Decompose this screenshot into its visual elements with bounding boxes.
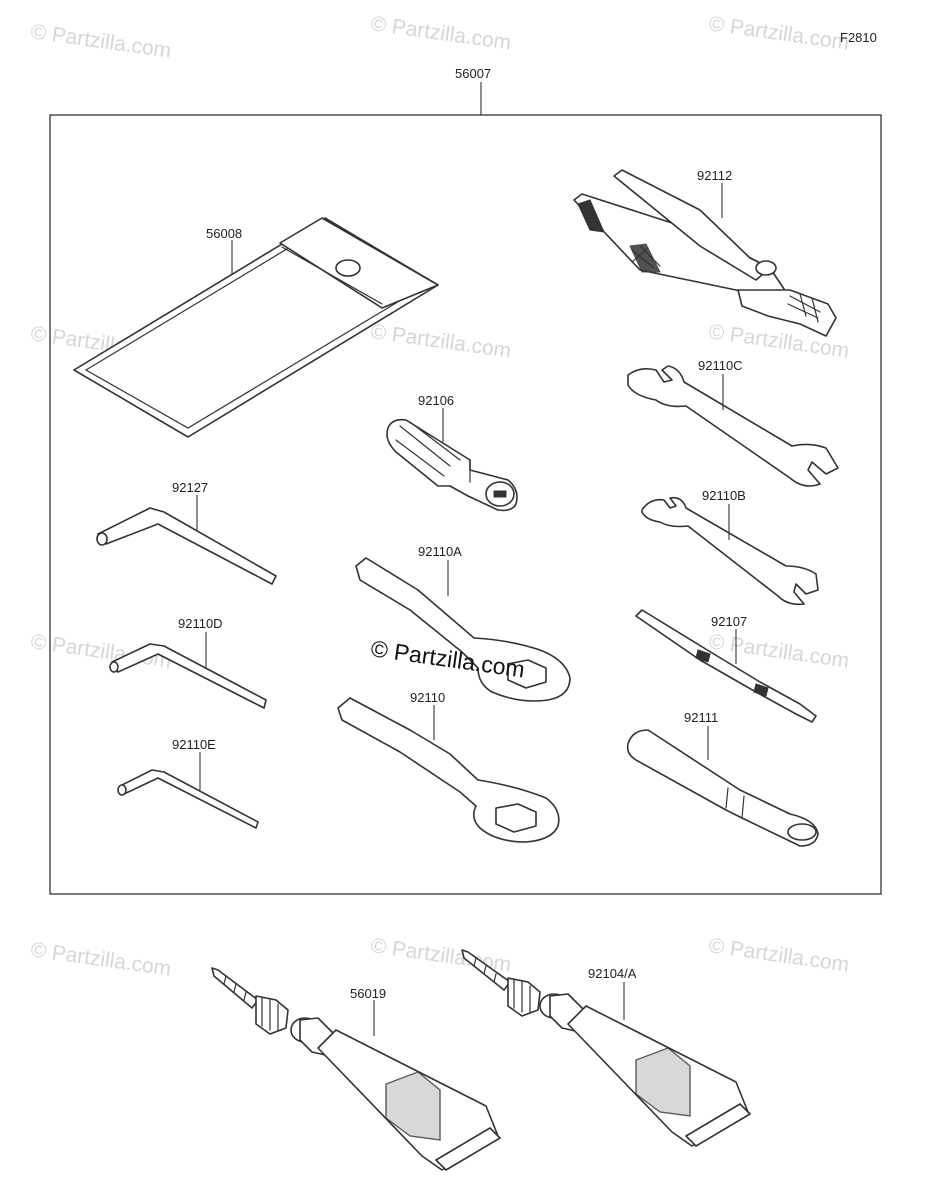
part-label-92112[interactable]: 92112 — [697, 168, 732, 183]
figure-code: F2810 — [840, 30, 877, 45]
hex-key-92110D[interactable]: 92110D — [109, 616, 267, 709]
tool-bag-56008[interactable]: 56008 — [73, 217, 439, 438]
part-label-92127[interactable]: 92127 — [172, 480, 208, 495]
watermark: © Partzilla.com — [29, 20, 172, 62]
part-label-92104A[interactable]: 92104/A — [588, 966, 637, 981]
box-wrench-92110A[interactable]: 92110A — [355, 544, 571, 702]
grease-tube-92104A[interactable]: 92104/A — [461, 949, 751, 1147]
watermark: © Partzilla.com — [29, 938, 172, 980]
extension-bar-92111[interactable]: 92111 — [626, 710, 819, 847]
part-label-92110D[interactable]: 92110D — [178, 616, 223, 631]
hex-key-92127[interactable]: 92127 — [96, 480, 277, 585]
part-label-56007[interactable]: 56007 — [455, 66, 491, 81]
part-label-92111[interactable]: 92111 — [684, 710, 718, 725]
part-label-92110E[interactable]: 92110E — [172, 737, 216, 752]
part-label-92106[interactable]: 92106 — [418, 393, 454, 408]
part-label-92110C[interactable]: 92110C — [698, 358, 743, 373]
part-label-56008[interactable]: 56008 — [206, 226, 242, 241]
screwdriver-92107[interactable]: 92107 — [635, 609, 817, 723]
watermark: © Partzilla.com — [369, 12, 512, 54]
part-label-92110A[interactable]: 92110A — [418, 544, 462, 559]
part-label-56019[interactable]: 56019 — [350, 986, 386, 1001]
watermark: © Partzilla.com — [707, 934, 850, 976]
hex-key-92110E[interactable]: 92110E — [117, 737, 259, 829]
wrench-92110B[interactable]: 92110B — [641, 488, 819, 606]
socket-92106[interactable]: 92106 — [386, 393, 518, 512]
tool-kit-box — [49, 114, 882, 895]
part-label-92110B[interactable]: 92110B — [702, 488, 746, 503]
watermark: © Partzilla.com — [707, 12, 850, 54]
part-label-92110[interactable]: 92110 — [410, 690, 445, 705]
grease-tube-56019[interactable]: 56019 — [211, 967, 501, 1171]
wrench-92110C[interactable]: 92110C — [627, 358, 839, 487]
box-wrench-92110[interactable]: 92110 — [337, 690, 560, 843]
watermark: © Partzilla.com — [369, 320, 512, 362]
part-label-92107[interactable]: 92107 — [711, 614, 747, 629]
pliers-92112[interactable]: 92112 — [573, 168, 837, 337]
